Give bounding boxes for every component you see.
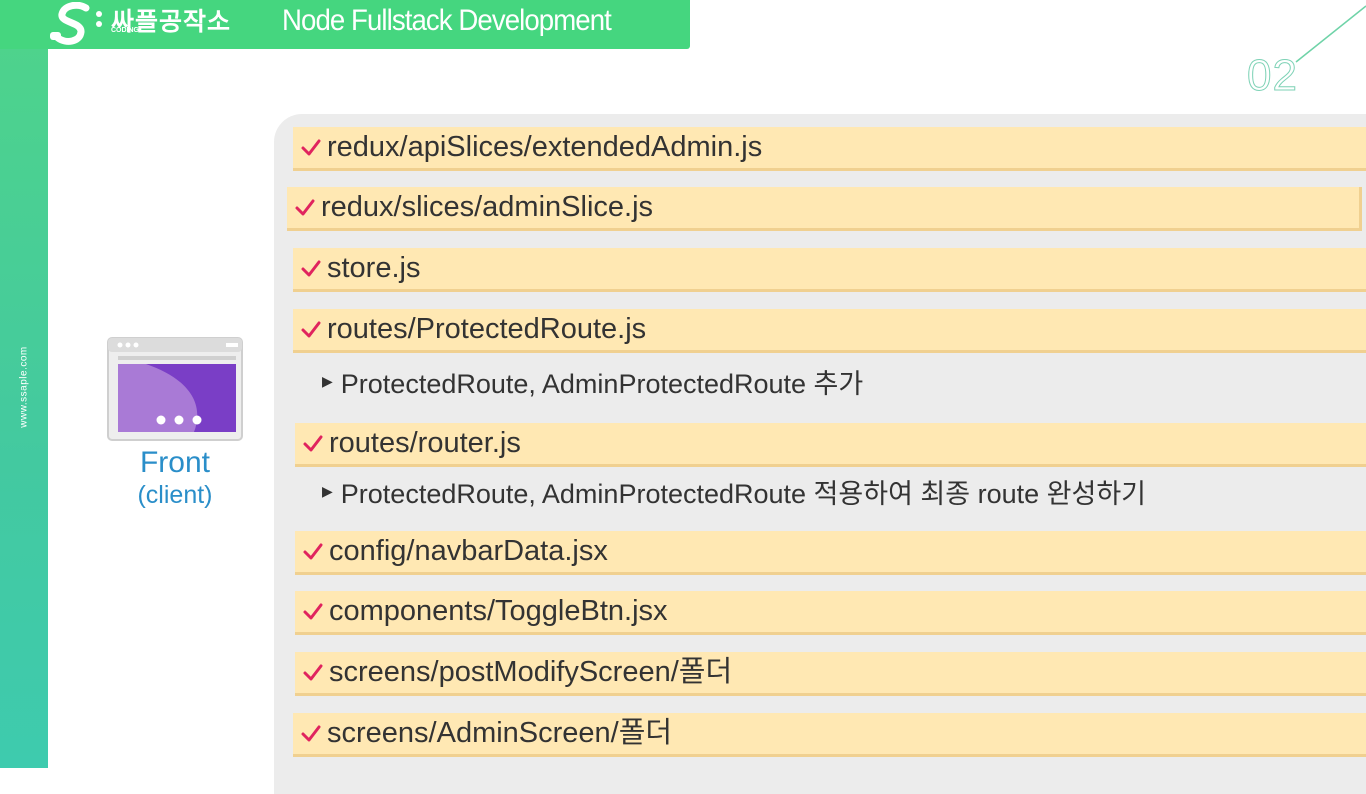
- check-icon: [301, 260, 321, 276]
- page-number: 02: [1247, 51, 1298, 100]
- file-note: ▶ ProtectedRoute, AdminProtectedRoute 추가: [322, 364, 864, 399]
- file-path: routes/ProtectedRoute.js: [327, 313, 647, 345]
- decorative-line: [1295, 5, 1366, 63]
- note-text: ProtectedRoute, AdminProtectedRoute 추가: [340, 368, 864, 399]
- file-path: redux/slices/adminSlice.js: [321, 191, 654, 223]
- file-path: screens/AdminScreen/폴더: [327, 717, 673, 749]
- check-icon: [303, 664, 323, 680]
- list-item: components/ToggleBtn.jsx: [295, 591, 1366, 635]
- check-icon: [303, 543, 323, 559]
- browser-window-icon: [107, 337, 243, 441]
- file-path: components/ToggleBtn.jsx: [329, 595, 668, 627]
- list-item: redux/apiSlices/extendedAdmin.js: [293, 127, 1366, 171]
- check-icon: [301, 725, 321, 741]
- list-item: redux/slices/adminSlice.js: [287, 187, 1362, 231]
- header-bar: [0, 0, 690, 49]
- list-item: routes/ProtectedRoute.js: [293, 309, 1366, 353]
- file-path: config/navbarData.jsx: [329, 535, 608, 567]
- check-icon: [295, 199, 315, 215]
- brand-name: 싸플공작소: [111, 7, 232, 36]
- triangle-right-icon: ▶: [322, 482, 333, 499]
- note-text: ProtectedRoute, AdminProtectedRoute 적용하여…: [340, 478, 1147, 509]
- list-item: screens/AdminScreen/폴더: [293, 713, 1366, 757]
- list-item: routes/router.js: [295, 423, 1366, 467]
- check-icon: [303, 603, 323, 619]
- list-item: screens/postModifyScreen/폴더: [295, 652, 1366, 696]
- ssaple-logo: [50, 2, 102, 45]
- brand-sub: CODING: [111, 27, 139, 34]
- site-url: www.ssaple.com: [18, 346, 30, 428]
- client-label: (client): [137, 481, 213, 509]
- file-path: redux/apiSlices/extendedAdmin.js: [327, 131, 763, 163]
- file-note: ▶ ProtectedRoute, AdminProtectedRoute 적용…: [322, 474, 1147, 509]
- check-icon: [303, 435, 323, 451]
- file-path: store.js: [327, 252, 421, 284]
- triangle-right-icon: ▶: [322, 372, 333, 389]
- file-path: routes/router.js: [329, 427, 521, 459]
- list-item: store.js: [293, 248, 1366, 292]
- front-label: Front: [139, 446, 211, 479]
- check-icon: [301, 139, 321, 155]
- list-item: config/navbarData.jsx: [295, 531, 1366, 575]
- left-accent-bar: [0, 0, 48, 768]
- check-icon: [301, 321, 321, 337]
- file-path: screens/postModifyScreen/폴더: [329, 656, 733, 688]
- deck-title: Node Fullstack Development: [282, 4, 612, 37]
